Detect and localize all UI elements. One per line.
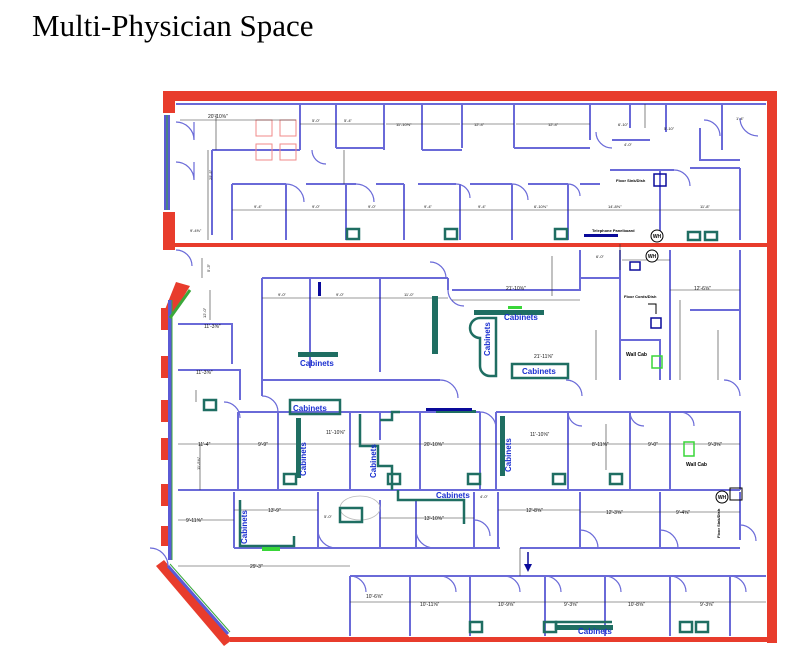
svg-text:11'-8": 11'-8"	[700, 204, 710, 209]
cabinet-label: Cabinets	[483, 322, 492, 356]
svg-text:9'-0": 9'-0"	[368, 204, 377, 209]
svg-text:9'-0": 9'-0"	[648, 442, 658, 448]
dimension-labels: 20'-10⅝" 5'-0" 5'-4" 11'-10⅝" 12'-4" 12'…	[186, 114, 745, 608]
exterior-wall-top	[163, 91, 777, 101]
cabinets	[238, 296, 613, 630]
svg-text:Wall Cab: Wall Cab	[626, 352, 647, 358]
cabinet-label: Cabinets	[293, 404, 327, 413]
svg-text:25'-5": 25'-5"	[208, 169, 213, 180]
svg-text:9'-4": 9'-4"	[254, 204, 263, 209]
svg-text:5'-0": 5'-0"	[324, 514, 333, 519]
svg-text:11'-4": 11'-4"	[198, 442, 211, 448]
cabinet-label: Cabinets	[300, 359, 334, 368]
conference-furniture	[255, 119, 297, 161]
cabinet-label: Cabinets	[369, 444, 378, 478]
exterior-wall-bottom	[230, 637, 770, 642]
page-title: Multi-Physician Space	[32, 8, 314, 43]
svg-text:20'-10⅝": 20'-10⅝"	[208, 114, 228, 120]
exterior-wall-right	[767, 91, 777, 643]
svg-text:12'-0": 12'-0"	[202, 307, 207, 318]
svg-text:Floor Sink/Dish: Floor Sink/Dish	[616, 178, 646, 183]
svg-text:1'-4": 1'-4"	[736, 116, 745, 121]
interior-walls	[176, 103, 766, 636]
dimension-lines	[178, 104, 766, 603]
svg-text:10'-6⅝": 10'-6⅝"	[366, 594, 383, 600]
svg-text:5'-3": 5'-3"	[206, 263, 211, 272]
svg-text:9'-3⅝": 9'-3⅝"	[700, 602, 714, 608]
svg-text:11'-10⅝": 11'-10⅝"	[530, 432, 550, 438]
cabinet-label: Cabinets	[436, 491, 470, 500]
svg-text:5'-0": 5'-0"	[312, 118, 321, 123]
svg-text:12'-3⅝": 12'-3⅝"	[606, 510, 623, 516]
svg-text:10'-9⅝": 10'-9⅝"	[498, 602, 515, 608]
wh-icon: WH WH WH	[645, 229, 729, 504]
svg-text:9'-4⅝": 9'-4⅝"	[676, 510, 690, 516]
svg-text:9'-3⅝": 9'-3⅝"	[564, 602, 578, 608]
wall-cab-upper	[651, 355, 663, 369]
svg-text:29'-3": 29'-3"	[250, 564, 263, 570]
svg-text:8'-11⅝": 8'-11⅝"	[592, 442, 609, 448]
svg-text:WH: WH	[718, 495, 727, 501]
svg-text:9'-0": 9'-0"	[278, 292, 287, 297]
svg-text:9'-4": 9'-4"	[424, 204, 433, 209]
exterior-wall-left-upper	[163, 91, 175, 113]
svg-text:12'-8⅝": 12'-8⅝"	[526, 508, 543, 514]
svg-text:6'-0": 6'-0"	[596, 254, 605, 259]
svg-text:13'-10⅝": 13'-10⅝"	[424, 516, 444, 522]
svg-text:9'-4⅝": 9'-4⅝"	[190, 228, 202, 233]
svg-text:12'-4": 12'-4"	[474, 122, 485, 127]
svg-text:11'-0": 11'-0"	[404, 292, 414, 297]
exterior-wall-left-pier	[163, 212, 175, 250]
cabinet-label: Cabinets	[522, 367, 556, 376]
svg-text:4'-0": 4'-0"	[480, 494, 489, 499]
cabinet-label: Cabinets	[240, 510, 249, 544]
svg-text:5'-4": 5'-4"	[344, 118, 353, 123]
cabinet-label: Cabinets	[504, 438, 513, 472]
wall-cab-lower	[683, 441, 695, 457]
cabinet-label: Cabinets	[504, 313, 538, 322]
cabinet-squares	[202, 227, 719, 634]
exterior-walls	[156, 91, 777, 646]
cabinet-label: Cabinets	[578, 627, 612, 636]
svg-text:10'-11⅝": 10'-11⅝"	[420, 602, 440, 608]
window-glazing	[164, 115, 231, 635]
svg-text:9'-11⅝": 9'-11⅝"	[186, 518, 203, 524]
svg-text:12'-4": 12'-4"	[548, 122, 559, 127]
svg-text:Floor Cords/Dish: Floor Cords/Dish	[624, 294, 657, 299]
svg-text:Wall Cab: Wall Cab	[686, 462, 707, 468]
svg-text:6'-10": 6'-10"	[618, 122, 629, 127]
svg-text:14'-8⅝": 14'-8⅝"	[608, 204, 622, 209]
svg-text:11'-10⅝": 11'-10⅝"	[326, 430, 346, 436]
svg-text:6'-10⅝": 6'-10⅝"	[534, 204, 548, 209]
svg-text:4'-0": 4'-0"	[624, 142, 633, 147]
svg-text:Floor Sink/Dish: Floor Sink/Dish	[716, 508, 721, 538]
door-swings	[149, 117, 759, 593]
svg-text:Telephone Panelboard: Telephone Panelboard	[592, 228, 635, 233]
svg-text:20'-10⅝": 20'-10⅝"	[424, 442, 444, 448]
svg-text:9'-4": 9'-4"	[478, 204, 487, 209]
plan-notes: Floor Sink/Dish Telephone Panelboard Flo…	[592, 178, 721, 538]
svg-text:21'-11⅝": 21'-11⅝"	[534, 354, 554, 360]
svg-text:9'-9": 9'-9"	[258, 442, 268, 448]
svg-text:11'-5⅝": 11'-5⅝"	[196, 456, 201, 470]
svg-text:11'-3⅝": 11'-3⅝"	[196, 370, 213, 376]
svg-text:11'-10⅝": 11'-10⅝"	[396, 122, 412, 127]
svg-text:WH: WH	[653, 234, 662, 240]
cabinet-labels: Cabinets Cabinets Cabinets Cabinets Cabi…	[240, 313, 612, 636]
svg-text:10'-8⅝": 10'-8⅝"	[628, 602, 645, 608]
cabinet-label: Cabinets	[299, 442, 308, 476]
svg-text:9'-3⅝": 9'-3⅝"	[708, 442, 722, 448]
equipment-marks	[318, 173, 743, 572]
exterior-wall-mid	[163, 243, 773, 247]
svg-text:21'-10⅝": 21'-10⅝"	[506, 286, 526, 292]
svg-text:5'-10": 5'-10"	[664, 126, 675, 131]
svg-text:13'-9": 13'-9"	[268, 508, 281, 514]
svg-text:WH: WH	[648, 254, 657, 260]
svg-text:11'-3⅝": 11'-3⅝"	[204, 324, 221, 330]
svg-text:9'-0": 9'-0"	[336, 292, 345, 297]
svg-text:9'-0": 9'-0"	[312, 204, 321, 209]
svg-text:12'-6⅝": 12'-6⅝"	[694, 286, 711, 292]
